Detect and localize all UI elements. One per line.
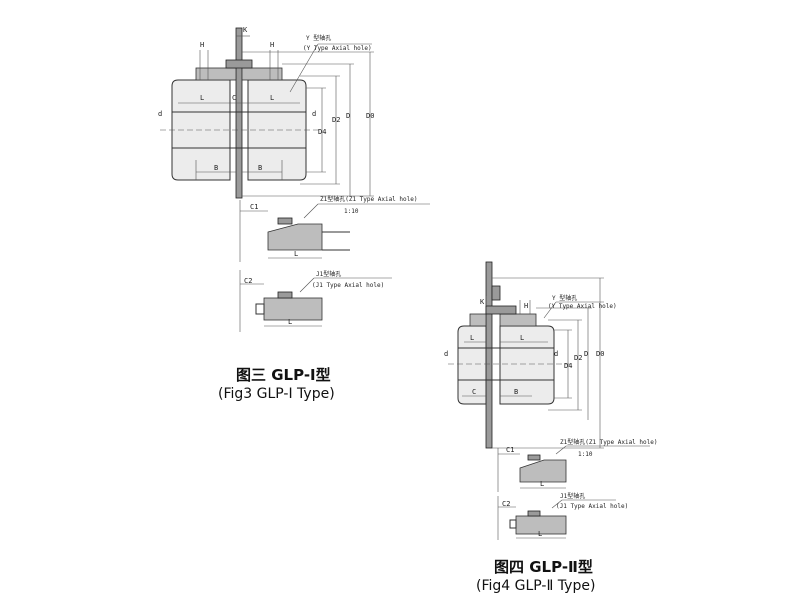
fig3-label-D0: D0 xyxy=(366,112,374,120)
fig4-j1-detail xyxy=(497,496,616,540)
fig4-label-L-z1: L xyxy=(540,480,544,488)
fig4-label-D: D xyxy=(584,350,588,358)
fig3-label-C: C xyxy=(232,94,236,102)
fig4-z1-note: Z1型轴孔(Z1 Type Axial hole) xyxy=(560,438,657,446)
fig3-right-flange xyxy=(241,67,283,81)
fig3-label-d-left: d xyxy=(158,110,162,118)
fig3-j1-note-en: (J1 Type Axial hole) xyxy=(312,282,384,289)
fig4-label-C1: C1 xyxy=(506,446,514,454)
fig4-label-B: B xyxy=(514,388,518,396)
fig3-j1-detail xyxy=(239,270,392,332)
fig3-caption-en: (Fig3 GLP-Ⅰ Type) xyxy=(218,386,335,402)
fig4-y-note-cn: Y 型轴孔 xyxy=(552,294,577,302)
fig3-label-L-j1: L xyxy=(288,318,292,326)
fig4-caption-cn: 图四 GLP-Ⅱ型 xyxy=(494,558,593,576)
fig4-label-d-left: d xyxy=(444,350,448,358)
fig3-bolt xyxy=(225,59,253,69)
fig4-j1-note-cn: J1型轴孔 xyxy=(560,492,585,500)
fig3-j1-note-cn: J1型轴孔 xyxy=(316,270,341,278)
fig3-label-L-z1: L xyxy=(294,250,298,258)
fig3-label-C1: C1 xyxy=(250,203,258,211)
fig3-y-note-en: (Y Type Axial hole) xyxy=(303,45,372,52)
fig3-label-B-right: B xyxy=(258,164,262,172)
fig3-taper: 1:10 xyxy=(344,208,359,215)
fig4-z1-detail xyxy=(497,445,650,492)
fig4-label-K: K xyxy=(480,298,485,306)
fig4-label-D2: D2 xyxy=(574,354,582,362)
fig3-y-note-cn: Y 型轴孔 xyxy=(306,34,331,42)
fig3-label-L-right: L xyxy=(270,94,274,102)
fig3-label-D: D xyxy=(346,112,350,120)
fig4-brake-disc xyxy=(485,261,493,449)
fig4-label-C2: C2 xyxy=(502,500,510,508)
fig3-label-H-left: H xyxy=(200,41,204,49)
fig3-label-K: K xyxy=(243,26,248,34)
fig3-label-D4: D4 xyxy=(318,128,326,136)
fig4-left-hub xyxy=(457,325,487,405)
fig3-label-B-left: B xyxy=(214,164,218,172)
fig4-label-D0: D0 xyxy=(596,350,604,358)
fig4-label-d-right: d xyxy=(554,350,558,358)
fig4-label-L-right: L xyxy=(520,334,524,342)
fig3-left-flange xyxy=(195,67,237,81)
fig4-right-hub xyxy=(499,325,555,405)
fig4-y-note-en: (Y Type Axial hole) xyxy=(548,303,617,310)
fig4-label-C: C xyxy=(472,388,476,396)
fig3-label-D2: D2 xyxy=(332,116,340,124)
fig4-caption-en: (Fig4 GLP-Ⅱ Type) xyxy=(476,578,596,594)
fig4-label-H: H xyxy=(524,302,528,310)
fig3-brake-disc xyxy=(235,27,243,199)
fig4-label-L-j1: L xyxy=(538,530,542,538)
fig3-label-C2: C2 xyxy=(244,277,252,285)
fig3-caption-cn: 图三 GLP-Ⅰ型 xyxy=(236,366,331,384)
fig4-label-D4: D4 xyxy=(564,362,572,370)
fig3-label-d-right: d xyxy=(312,110,316,118)
fig3-z1-detail xyxy=(239,200,430,262)
fig4-coupling-drawing xyxy=(448,261,604,449)
fig4-taper: 1:10 xyxy=(578,451,593,458)
fig4-j1-note-en: (J1 Type Axial hole) xyxy=(556,503,628,510)
fig4-label-L-left: L xyxy=(470,334,474,342)
fig3-label-L-left: L xyxy=(200,94,204,102)
fig3-label-H-right: H xyxy=(270,41,274,49)
fig3-z1-note: Z1型轴孔(Z1 Type Axial hole) xyxy=(320,195,417,203)
fig3-coupling-drawing xyxy=(160,27,374,199)
